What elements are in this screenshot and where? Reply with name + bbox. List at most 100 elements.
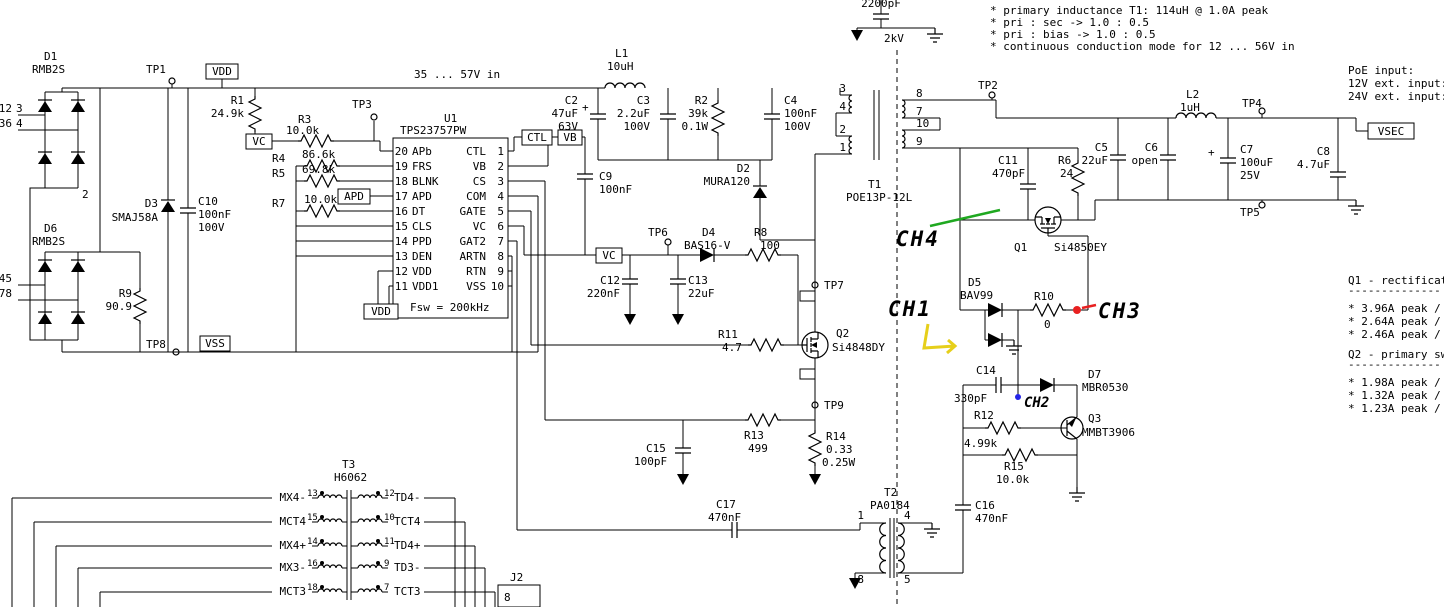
- r8-value: 100: [760, 239, 780, 252]
- q2-note-title: Q2 - primary switch: [1348, 348, 1444, 361]
- t3-phase-dot: [320, 515, 324, 519]
- net-label-vdd: VDD: [212, 65, 232, 78]
- t1-pin: 1: [839, 141, 846, 154]
- capacitor-c10-icon: [179, 207, 197, 214]
- tp7-label: TP7: [824, 279, 844, 292]
- u1-pin-name: VC: [473, 220, 486, 233]
- t3-winding-icon: [357, 518, 383, 523]
- bridge-pin-2: 2: [82, 188, 89, 201]
- inductor-l1-icon: [604, 82, 646, 89]
- symbols: [37, 13, 1365, 607]
- t3-lpin: 16: [307, 559, 318, 569]
- u1-part: TPS23757PW: [400, 124, 467, 137]
- t3-phase-dot: [376, 491, 380, 495]
- u1-pin-num: 20: [395, 145, 408, 158]
- u1-pin-num: 9: [497, 265, 504, 278]
- c3-ref: C3: [637, 94, 650, 107]
- u1-pin-name: APD: [412, 190, 432, 203]
- t3-winding-icon: [357, 564, 383, 569]
- bridge-d1-diode-icon: [37, 99, 53, 113]
- resistor-r2-icon: [711, 99, 725, 137]
- r11-value: 4.7: [722, 341, 742, 354]
- capacitor-2200pf-icon: [872, 13, 890, 20]
- c6-ref: C6: [1145, 141, 1158, 154]
- net-box-vdd: [205, 63, 239, 80]
- diode-d7-icon: [1039, 377, 1055, 393]
- j2-pin: 8: [504, 591, 511, 604]
- c8-value: 4.7uF: [1297, 158, 1330, 171]
- j2-connector-body: [497, 584, 541, 607]
- r5-ref: R5: [272, 167, 285, 180]
- r1-ref: R1: [231, 94, 244, 107]
- t3-phase-dot: [320, 561, 324, 565]
- u1-pin-num: 17: [395, 190, 408, 203]
- tp9-label: TP9: [824, 399, 844, 412]
- pair-label-12: 12: [0, 102, 12, 115]
- r13-value: 499: [748, 442, 768, 455]
- t1-winding-icon: [848, 94, 853, 114]
- r10-ref: R10: [1034, 290, 1054, 303]
- t1-pin: 3: [839, 82, 846, 95]
- r12-value: 4.99k: [964, 437, 997, 450]
- c7-value: 100uF: [1240, 156, 1273, 169]
- ch1-label: CH1: [888, 297, 932, 321]
- r12-ref: R12: [974, 409, 994, 422]
- input-note: 12V ext. input:: [1348, 77, 1444, 90]
- q1-note-item: * 3.96A peak / 2.08A rm: [1348, 302, 1444, 315]
- r10-value: 0: [1044, 318, 1051, 331]
- capacitor-c11-icon: [1019, 183, 1037, 190]
- tp3-label: TP3: [352, 98, 372, 111]
- t3-rname: TD4+: [394, 539, 421, 552]
- wires-controller-mid: [508, 0, 935, 531]
- d3-ref: D3: [145, 197, 158, 210]
- capacitor-c8-icon: [1329, 171, 1347, 178]
- neg-rail-arrow-icon: [672, 314, 684, 325]
- net-box-ctl: [521, 129, 553, 146]
- c4-rating: 100V: [784, 120, 811, 133]
- annotation-ch4: CH4: [896, 208, 1001, 251]
- ch1-pointer-line: [922, 323, 958, 355]
- u1-pin-name: VDD1: [412, 280, 439, 293]
- bridge-d1-diode-icon: [70, 99, 86, 113]
- diode-d2-icon: [752, 185, 768, 199]
- t2-ref: T2: [884, 486, 897, 499]
- q1-note-item: * 2.64A peak / 1.58A rm: [1348, 315, 1444, 328]
- wire-net: [508, 0, 935, 531]
- net-box-vc2: [595, 247, 623, 264]
- wire-net: [854, 98, 1368, 578]
- t3-rpin: 9: [384, 559, 389, 569]
- neg-rail-arrow-icon: [851, 30, 863, 41]
- bridge-d1-diode-icon: [37, 151, 53, 165]
- t3-phase-dot: [376, 561, 380, 565]
- c4-value: 100nF: [784, 107, 817, 120]
- r14-value: 0.33: [826, 443, 853, 456]
- capacitor-c6-icon: [1159, 154, 1177, 161]
- t1-winding-icon: [848, 135, 853, 155]
- r7-value: 10.0k: [304, 193, 337, 206]
- t1-pin: 8: [916, 87, 923, 100]
- u1-pin-name: VSS: [466, 280, 486, 293]
- u1-pin-name: VDD: [412, 265, 432, 278]
- resistor-r7-icon: [303, 204, 341, 218]
- t3-lpin: 13: [307, 489, 318, 499]
- t2-pin: 8: [857, 573, 864, 586]
- package-mark: [799, 368, 816, 380]
- r4-ref: R4: [272, 152, 286, 165]
- tp4-label: TP4: [1242, 97, 1262, 110]
- q2-value: Si4848DY: [832, 341, 885, 354]
- d6-value: RMB2S: [32, 235, 65, 248]
- net-label-vdd2: VDD: [371, 305, 391, 318]
- d4-ref: D4: [702, 226, 716, 239]
- mosfet-q2-icon: [801, 331, 829, 359]
- t3-lname: MX4+: [280, 539, 307, 552]
- t3-lpin: 15: [307, 513, 318, 523]
- annotation-ch3: CH3: [1073, 299, 1140, 323]
- ground-icon: [1347, 199, 1365, 215]
- d3-value: SMAJ58A: [112, 211, 159, 224]
- r13-ref: R13: [744, 429, 764, 442]
- u1-pin-num: 1: [497, 145, 504, 158]
- t1-winding-icon: [901, 129, 906, 149]
- u1-pin-num: 19: [395, 160, 408, 173]
- t3-winding-icon: [317, 564, 343, 569]
